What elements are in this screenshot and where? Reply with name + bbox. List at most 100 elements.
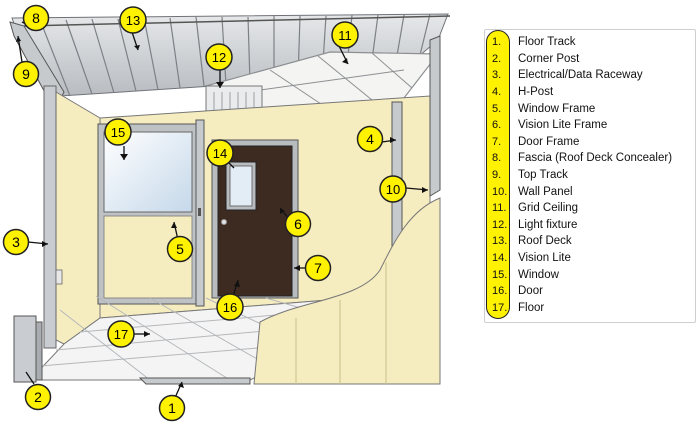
legend-item: 9. Top Track	[486, 167, 692, 184]
door-frame	[211, 139, 299, 299]
callout-7: 7	[304, 254, 332, 282]
callouts: 1 2 3 4 5 6 7 8 9 10 11 12 13 14 15 16 1…	[2, 4, 407, 422]
corner-post	[13, 315, 43, 383]
callout-17: 17	[107, 320, 135, 348]
wall-panel	[253, 197, 441, 385]
legend-item: 8. Fascia (Roof Deck Concealer)	[486, 150, 692, 167]
legend-item-number: 9.	[492, 169, 502, 182]
callout-9: 9	[12, 60, 40, 88]
callout-8: 8	[22, 4, 50, 32]
legend-item-number: 5.	[492, 102, 502, 115]
legend-item: 16. Door	[486, 283, 692, 300]
leader-arrowheads	[16, 36, 428, 388]
legend-item-label: Grid Ceiling	[518, 202, 579, 215]
legend-item-label: Corner Post	[518, 52, 580, 65]
legend-item: 4. H-Post	[486, 84, 692, 101]
legend-item-number: 14.	[492, 252, 508, 265]
svg-text:15: 15	[111, 125, 125, 140]
svg-text:10: 10	[386, 182, 400, 197]
legend-item-number: 2.	[492, 52, 502, 65]
window-frame	[97, 123, 199, 305]
legend-item-label: Fascia (Roof Deck Concealer)	[518, 152, 673, 165]
legend-item: 12. Light fixture	[486, 217, 692, 234]
svg-text:12: 12	[212, 50, 226, 65]
legend-item-label: Window	[518, 268, 559, 281]
legend-panel	[484, 29, 696, 323]
legend-list: 1. Floor Track 2. Corner Post 3. Electrical/D…	[486, 31, 692, 316]
legend-item-label: Top Track	[518, 169, 568, 182]
legend-number-pill	[486, 30, 510, 319]
legend-item-label: Floor Track	[518, 36, 576, 49]
legend-item-number: 16.	[492, 285, 508, 298]
svg-text:11: 11	[338, 28, 352, 43]
legend-item: 6. Vision Lite Frame	[486, 117, 692, 134]
callout-10: 10	[379, 175, 407, 203]
legend-item-label: Door Frame	[518, 135, 580, 148]
legend-item-number: 15.	[492, 268, 508, 281]
legend-item: 17. Floor	[486, 300, 692, 317]
svg-text:4: 4	[366, 131, 374, 147]
legend-item-number: 13.	[492, 235, 508, 248]
legend-item: 1. Floor Track	[486, 34, 692, 51]
callout-3: 3	[2, 228, 30, 256]
svg-text:8: 8	[32, 10, 40, 26]
legend-item: 5. Window Frame	[486, 100, 692, 117]
legend-item-number: 11.	[492, 202, 507, 215]
legend: 1. Floor Track 2. Corner Post 3. Electrical/D…	[486, 31, 692, 316]
legend-item: 13. Roof Deck	[486, 233, 692, 250]
legend-item-label: Roof Deck	[518, 235, 572, 248]
svg-text:3: 3	[12, 234, 20, 250]
raceway-post	[43, 85, 57, 349]
callout-11: 11	[331, 21, 359, 49]
legend-item-number: 17.	[492, 301, 508, 314]
legend-item: 3. Electrical/Data Raceway	[486, 67, 692, 84]
legend-item: 14. Vision Lite	[486, 250, 692, 267]
svg-text:14: 14	[213, 146, 227, 161]
callout-1: 1	[158, 394, 186, 422]
callout-14: 14	[206, 139, 234, 167]
svg-text:13: 13	[126, 13, 140, 28]
callout-12: 12	[205, 43, 233, 71]
left-wall	[43, 85, 101, 349]
svg-text:2: 2	[34, 389, 42, 405]
svg-text:6: 6	[294, 216, 302, 232]
svg-text:9: 9	[22, 66, 30, 82]
legend-item-label: Vision Lite Frame	[518, 119, 608, 132]
callout-5: 5	[166, 235, 194, 263]
legend-item-number: 4.	[492, 86, 502, 99]
svg-text:17: 17	[114, 327, 128, 342]
legend-item-label: Window Frame	[518, 102, 596, 115]
callout-6: 6	[284, 210, 312, 238]
legend-item: 2. Corner Post	[486, 51, 692, 68]
legend-item-number: 10.	[492, 185, 508, 198]
legend-item: 10. Wall Panel	[486, 183, 692, 200]
legend-item: 15. Window	[486, 266, 692, 283]
callout-2: 2	[24, 383, 52, 411]
legend-item-label: Light fixture	[518, 218, 578, 231]
legend-item-number: 3.	[492, 69, 502, 82]
legend-item: 11. Grid Ceiling	[486, 200, 692, 217]
callout-4: 4	[356, 125, 384, 153]
svg-text:5: 5	[176, 241, 184, 257]
svg-text:1: 1	[168, 400, 176, 416]
legend-item-number: 8.	[492, 152, 502, 165]
floor-track	[138, 377, 251, 385]
vision-lite	[229, 165, 253, 207]
svg-text:16: 16	[223, 300, 237, 315]
legend-item-label: Floor	[518, 301, 545, 314]
legend-item-number: 1.	[492, 36, 502, 49]
legend-item-number: 12.	[492, 218, 508, 231]
legend-item-label: Door	[518, 285, 543, 298]
legend-item-label: Electrical/Data Raceway	[518, 69, 643, 82]
legend-item-label: H-Post	[518, 86, 554, 99]
door-handle	[221, 219, 227, 225]
legend-item-number: 6.	[492, 119, 502, 132]
legend-item-label: Wall Panel	[518, 185, 573, 198]
svg-text:7: 7	[314, 260, 322, 276]
callout-15: 15	[104, 118, 132, 146]
legend-item-label: Vision Lite	[518, 252, 571, 265]
legend-item-number: 7.	[492, 135, 502, 148]
callout-13: 13	[119, 6, 147, 34]
